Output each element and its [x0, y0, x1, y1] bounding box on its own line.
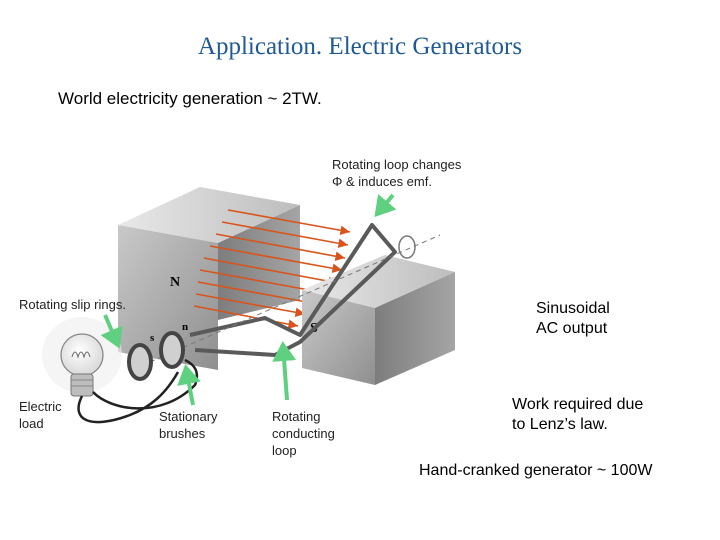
conducting-loop-line-3: loop: [272, 443, 297, 458]
sinusoidal-output-annotation: Sinusoidal AC output: [536, 299, 610, 339]
magnetic-field-lines: [193, 209, 351, 329]
page-title: Application. Electric Generators: [197, 33, 523, 60]
sinusoidal-line-1: Sinusoidal: [536, 300, 610, 317]
south-magnet: [302, 255, 455, 385]
brushes-annotation: Stationary brushes: [159, 408, 218, 442]
electric-load-line-2: load: [19, 416, 44, 431]
hand-cranked-annotation: Hand-cranked generator ~ 100W: [419, 462, 653, 479]
rotating-loop-annotation: Rotating loop changes Φ & induces emf.: [332, 156, 461, 190]
lenz-law-annotation: Work required due to Lenz’s law.: [512, 395, 643, 435]
subtitle: World electricity generation ~ 2TW.: [58, 89, 322, 108]
brushes-line-2: brushes: [159, 426, 206, 441]
electric-load-line-1: Electric: [19, 399, 62, 414]
conducting-loop-line-1: Rotating: [272, 409, 321, 424]
slip-rings-annotation: Rotating slip rings.: [19, 297, 126, 312]
rotation-indicator: [398, 235, 416, 259]
north-magnet: [118, 187, 300, 370]
slip-ring-s-label: s: [150, 332, 155, 344]
rotation-axis: [149, 234, 441, 363]
conducting-loop-annotation: Rotating conducting loop: [272, 408, 335, 459]
pointer-arrows: [100, 193, 397, 406]
work-line-1: Work required due: [512, 396, 644, 413]
rotating-loop-line-1: Rotating loop changes: [332, 157, 462, 172]
rotating-loop-line-2: Φ & induces emf.: [332, 174, 432, 189]
slip-ring-n-label: n: [182, 321, 188, 333]
brushes-line-1: Stationary: [159, 409, 218, 424]
work-line-2: to Lenz’s law.: [512, 416, 608, 433]
electric-load-annotation: Electric load: [19, 398, 62, 432]
sinusoidal-line-2: AC output: [536, 320, 608, 337]
slip-rings: [127, 331, 185, 381]
north-pole-label: N: [170, 275, 180, 290]
conducting-loop-line-2: conducting: [272, 426, 335, 441]
